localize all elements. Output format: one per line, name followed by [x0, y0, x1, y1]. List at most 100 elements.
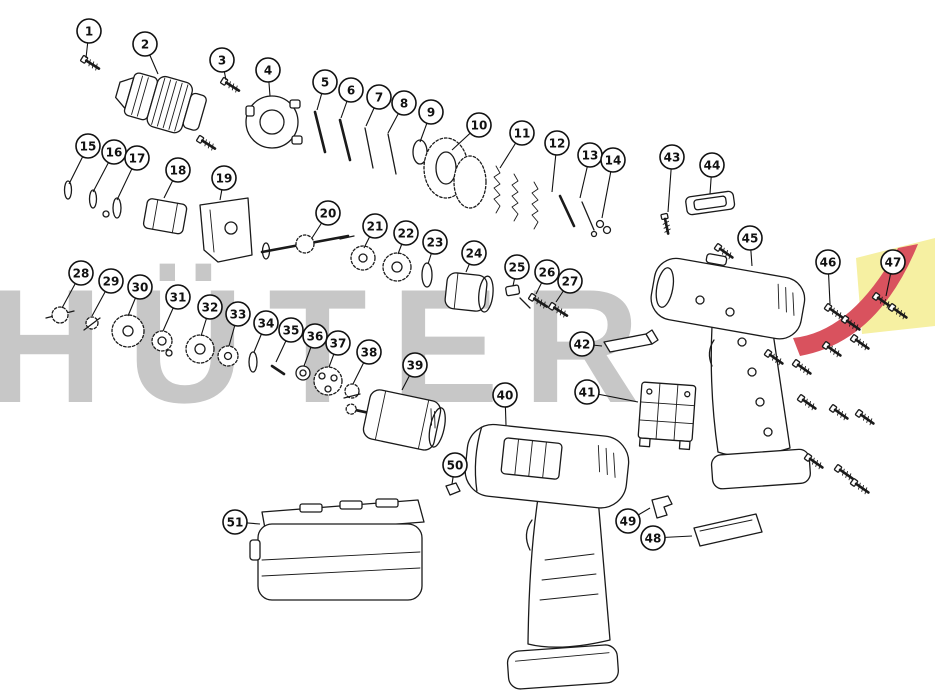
screw-part	[848, 333, 872, 353]
callout-48: 48	[640, 525, 693, 551]
svg-text:35: 35	[283, 324, 300, 338]
callout-9: 9	[418, 99, 444, 143]
svg-text:43: 43	[664, 151, 681, 165]
battery-pack-part	[249, 498, 425, 601]
callout-43: 43	[659, 144, 685, 213]
svg-text:23: 23	[427, 236, 444, 250]
callout-3: 3	[209, 47, 235, 81]
svg-text:44: 44	[704, 159, 721, 173]
callout-47: 47	[880, 249, 906, 297]
svg-text:39: 39	[407, 359, 424, 373]
svg-text:22: 22	[398, 227, 415, 241]
callout-26: 26	[534, 259, 560, 295]
svg-text:1: 1	[85, 25, 93, 39]
svg-text:13: 13	[582, 149, 599, 163]
screw-part	[547, 300, 570, 320]
bracket-part	[651, 495, 673, 519]
callout-35: 35	[275, 317, 304, 363]
callout-36: 36	[302, 323, 328, 367]
callout-21: 21	[362, 213, 388, 249]
svg-text:19: 19	[216, 172, 233, 186]
svg-text:50: 50	[447, 459, 464, 473]
callout-13: 13	[577, 142, 603, 199]
callout-11: 11	[499, 120, 535, 169]
callout-2: 2	[132, 31, 159, 75]
screw-part	[195, 133, 218, 153]
svg-text:51: 51	[227, 516, 244, 530]
svg-text:33: 33	[230, 308, 247, 322]
svg-text:5: 5	[321, 76, 329, 90]
bracket-box-part	[603, 329, 659, 353]
svg-text:34: 34	[258, 317, 275, 331]
drill-body-front-part	[464, 423, 630, 690]
callout-46: 46	[815, 249, 841, 305]
gear-cup-part	[444, 272, 494, 313]
svg-text:16: 16	[106, 146, 123, 160]
callout-1: 1	[76, 18, 102, 59]
callout-24: 24	[461, 240, 487, 273]
callout-22: 22	[393, 220, 419, 255]
callout-34: 34	[253, 310, 279, 353]
screw-part	[832, 463, 856, 483]
callout-41: 41	[574, 379, 639, 405]
clip-screw-parts	[505, 284, 531, 309]
screw-part	[527, 291, 550, 311]
motor-part	[345, 389, 446, 451]
callout-33: 33	[225, 301, 251, 347]
svg-text:12: 12	[549, 137, 566, 151]
screw-part	[659, 212, 673, 236]
trigger-switch-part	[637, 381, 697, 451]
svg-text:49: 49	[620, 515, 637, 529]
svg-text:11: 11	[514, 127, 531, 141]
svg-text:15: 15	[80, 140, 97, 154]
svg-text:24: 24	[466, 247, 483, 261]
base-plate-part	[693, 513, 763, 547]
callout-6: 6	[338, 77, 364, 119]
gear-train-parts	[45, 306, 361, 399]
callout-38: 38	[352, 339, 382, 385]
svg-text:46: 46	[820, 256, 837, 270]
drill-housing-part	[650, 253, 811, 490]
callout-15: 15	[68, 133, 101, 185]
callout-31: 31	[162, 284, 191, 332]
spring-parts	[493, 165, 539, 230]
svg-text:38: 38	[361, 346, 378, 360]
svg-text:36: 36	[307, 330, 324, 344]
gear-parts-mid	[350, 245, 433, 288]
small-wedge-part	[445, 482, 461, 496]
callout-29: 29	[91, 268, 124, 317]
screw-part	[822, 302, 846, 322]
washer-parts-row2	[63, 180, 122, 219]
callout-30: 30	[127, 274, 153, 317]
callout-20: 20	[311, 200, 341, 239]
svg-text:45: 45	[742, 232, 759, 246]
chuck-part	[114, 72, 207, 134]
callout-45: 45	[737, 225, 763, 267]
svg-text:9: 9	[427, 106, 435, 120]
callout-50: 50	[442, 452, 468, 485]
callout-39: 39	[401, 352, 428, 391]
svg-text:27: 27	[562, 275, 579, 289]
callout-23: 23	[422, 229, 448, 265]
svg-text:29: 29	[103, 275, 120, 289]
svg-text:21: 21	[367, 220, 384, 234]
callout-42: 42	[569, 331, 603, 357]
screw-part	[853, 408, 877, 428]
screw-part	[827, 403, 851, 423]
svg-text:8: 8	[400, 97, 408, 111]
accent-graphics	[793, 238, 935, 356]
callout-19: 19	[211, 165, 237, 201]
callout-7: 7	[365, 84, 392, 127]
svg-text:7: 7	[375, 91, 383, 105]
callout-17: 17	[116, 145, 150, 201]
screw-part	[79, 53, 102, 73]
pin-parts	[313, 110, 397, 175]
callout-12: 12	[544, 130, 570, 193]
svg-text:6: 6	[347, 84, 355, 98]
svg-text:17: 17	[129, 152, 146, 166]
gear-case-part	[245, 95, 303, 149]
clutch-ring-part	[412, 137, 487, 209]
svg-text:3: 3	[218, 54, 226, 68]
